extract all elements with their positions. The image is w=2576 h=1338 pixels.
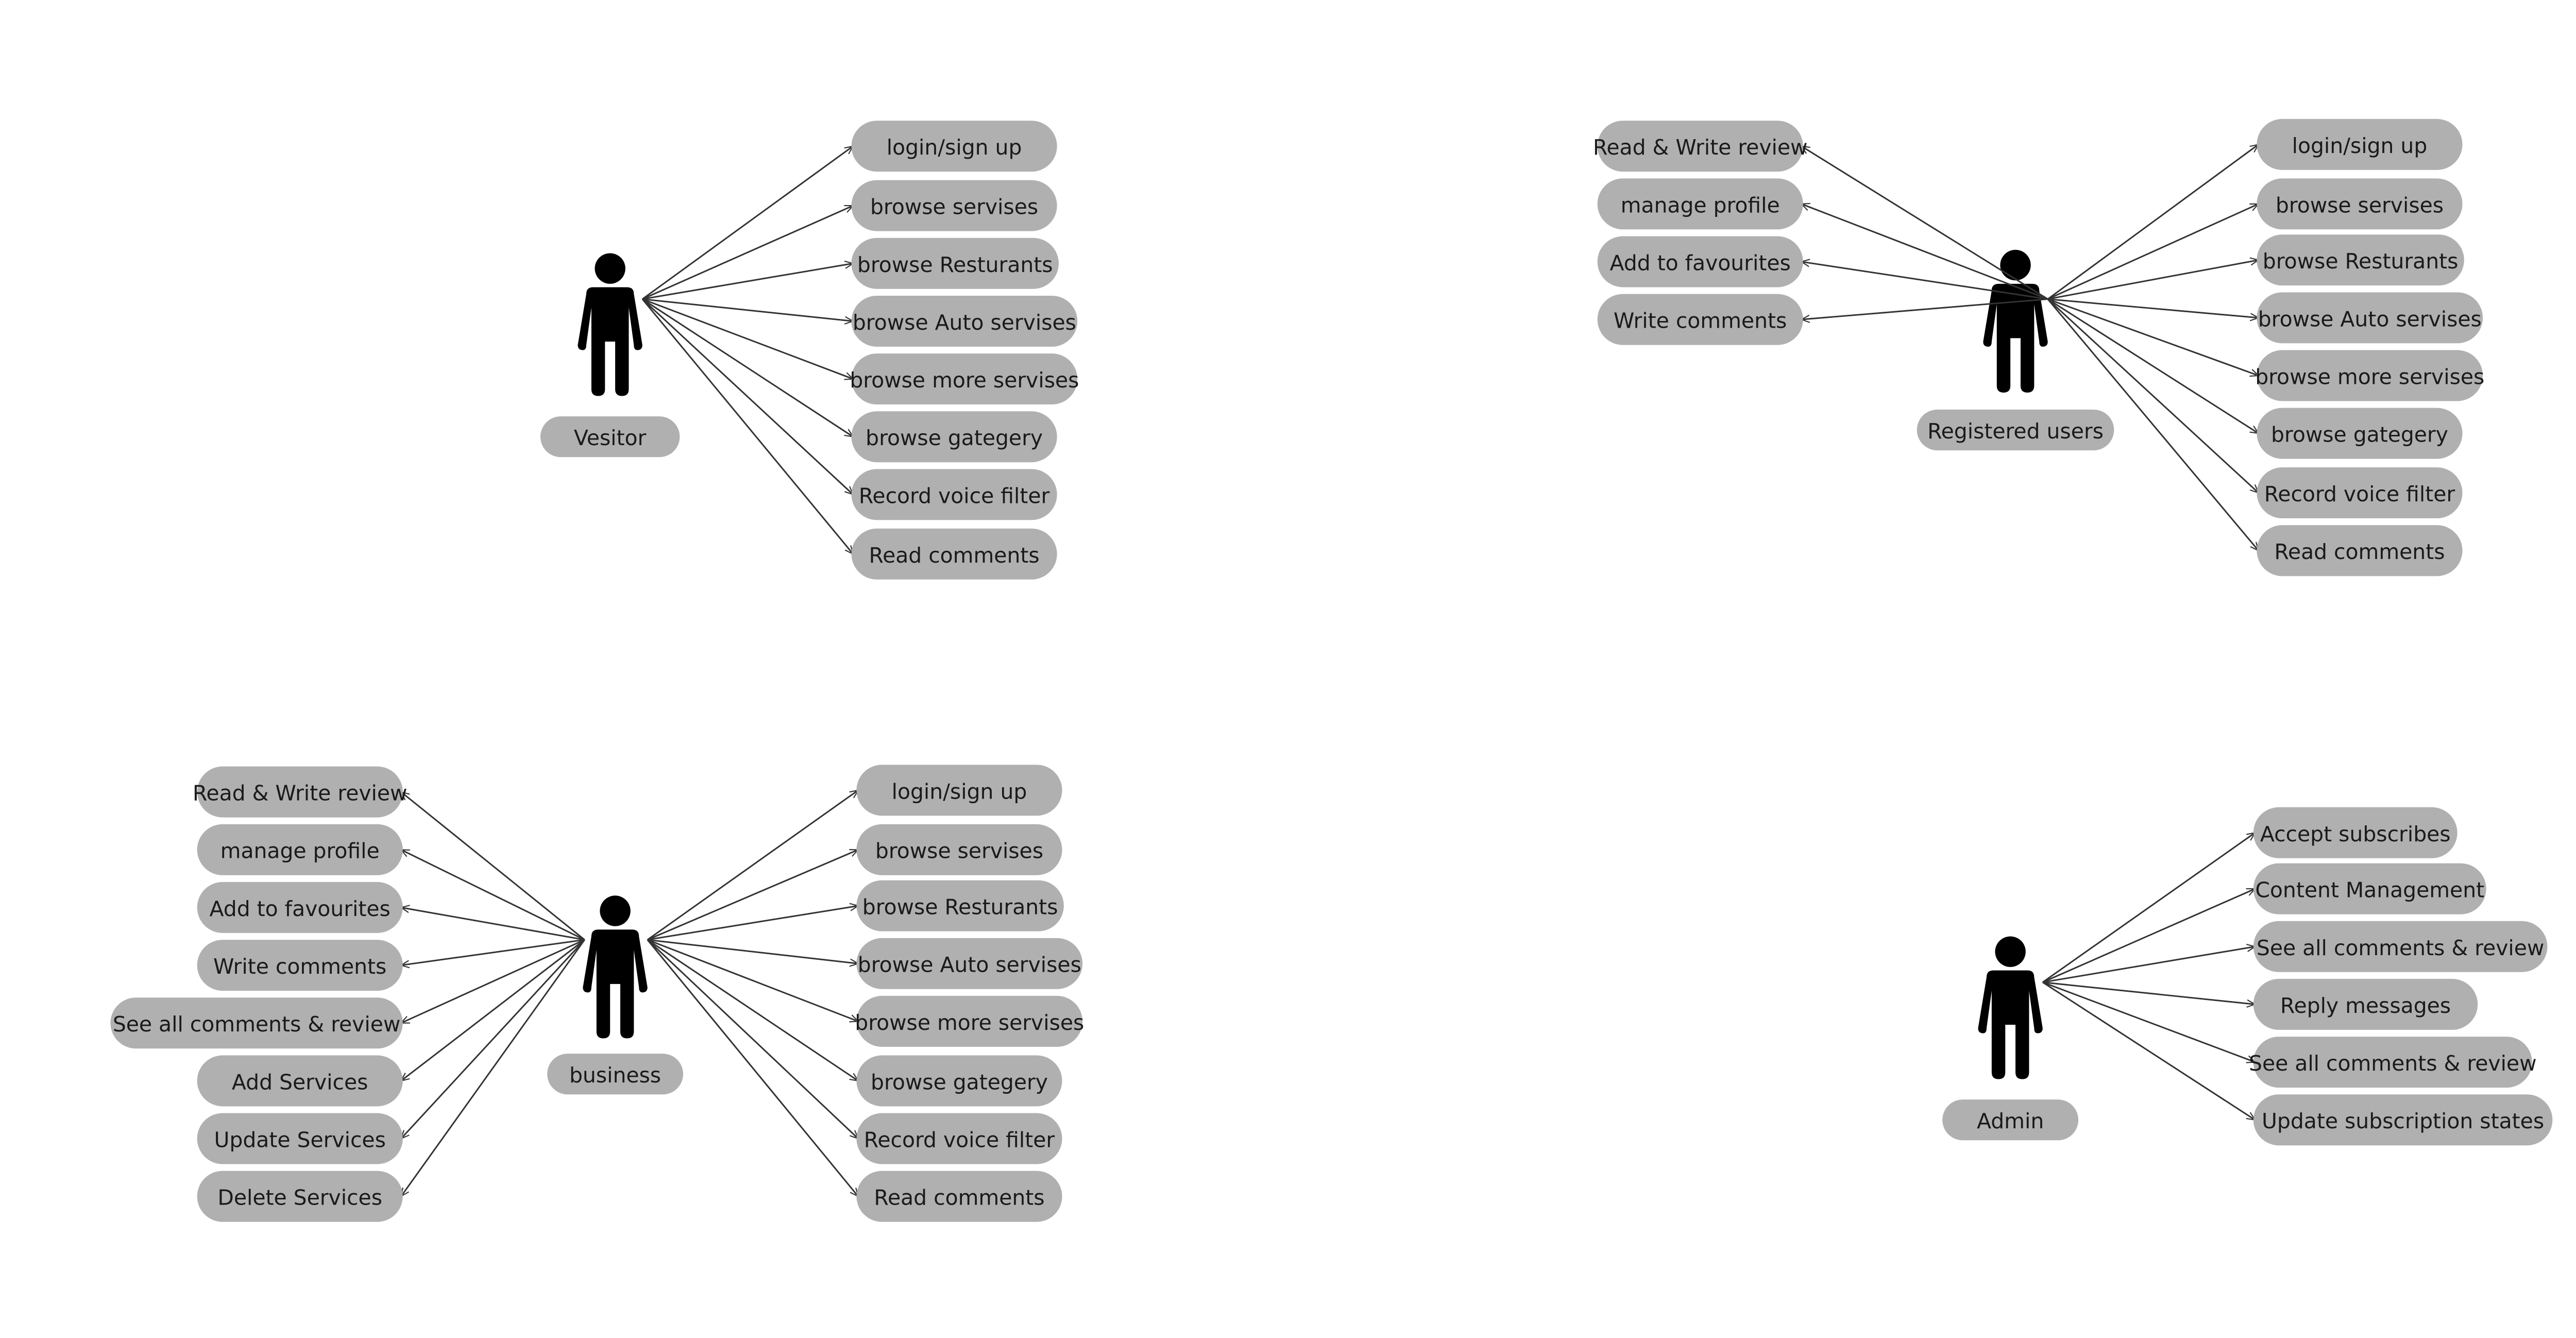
visitor-use-case: browse more servises <box>850 353 1079 405</box>
admin-edge-right <box>2042 946 2255 983</box>
admin-use-case: See all comments & review <box>2253 921 2548 972</box>
business-edge-right <box>647 939 858 1021</box>
business-use-case: Read comments <box>856 1171 1062 1222</box>
admin-edge-right <box>2042 981 2255 1005</box>
business-edge-right <box>647 906 858 941</box>
registered-edge-right <box>2047 298 2259 493</box>
visitor-use-case: browse gategery <box>851 411 1057 463</box>
business-edge-left <box>401 849 585 941</box>
business-use-case: Record voice filter <box>856 1113 1062 1164</box>
business-edge-left <box>401 792 585 941</box>
registered-use-case: browse Auto servises <box>2257 292 2483 344</box>
business-use-case: Write comments <box>197 940 403 991</box>
admin-person-icon <box>1978 936 2043 1079</box>
business-use-case: browse Resturants <box>856 880 1064 931</box>
visitor-use-case: Record voice filter <box>851 469 1057 520</box>
visitor-edge-right <box>642 205 853 300</box>
business-person-icon <box>583 895 648 1039</box>
registered-edge-right <box>2047 260 2259 300</box>
business-edge-left <box>401 939 585 1081</box>
visitor-edge-right <box>642 298 853 437</box>
registered-use-case: browse servises <box>2257 178 2463 230</box>
registered-use-case: Write comments <box>1597 294 1803 345</box>
registered-use-case: manage profile <box>1597 178 1803 230</box>
business-use-case: browse gategery <box>856 1055 1062 1107</box>
business-use-case: browse more servises <box>855 995 1084 1047</box>
registered-edge-left <box>1801 262 2048 300</box>
admin-use-case: Accept subscribes <box>2253 807 2458 858</box>
business-edge-right <box>647 939 858 1139</box>
business-edge-left <box>401 939 585 1196</box>
visitor-edge-right <box>642 263 853 300</box>
admin-use-case: Content Management <box>2253 863 2486 914</box>
business-edge-right <box>647 849 858 941</box>
visitor-actor-label: Vesitor <box>540 416 680 458</box>
registered-edge-left <box>1801 298 2048 320</box>
admin-edge-right <box>2042 833 2255 983</box>
business-edge-left <box>401 939 585 1139</box>
business-edge-right <box>647 939 858 1081</box>
admin-edge-right <box>2042 981 2255 1120</box>
business-use-case: Add Services <box>197 1055 403 1107</box>
registered-edge-left <box>1801 146 2048 300</box>
business-edge-left <box>401 939 585 965</box>
registered-use-case: browse more servises <box>2255 350 2484 401</box>
visitor-edge-right <box>641 298 853 495</box>
admin-edge-right <box>2042 981 2255 1062</box>
registered-use-case: Read & Write review <box>1593 121 1807 172</box>
registered-use-case: Add to favourites <box>1597 236 1803 287</box>
visitor-use-case: browse Auto servises <box>851 295 1078 347</box>
business-use-case: login/sign up <box>856 765 1062 816</box>
business-use-case: Read & Write review <box>193 766 408 818</box>
registered-use-case: Record voice filter <box>2257 467 2463 519</box>
registered-use-case: login/sign up <box>2257 118 2463 170</box>
admin-actor-label: Admin <box>1942 1099 2079 1141</box>
business-edge-left <box>401 939 585 1024</box>
business-use-case: browse Auto servises <box>856 938 1083 989</box>
registered-person-icon <box>1983 249 2048 393</box>
registered-edge-right <box>2047 298 2259 551</box>
registered-use-case: Read comments <box>2257 525 2463 577</box>
visitor-use-case: browse servises <box>851 180 1057 231</box>
visitor-edge-right <box>641 298 853 554</box>
registered-edge-right <box>2047 298 2259 318</box>
visitor-edge-right <box>642 298 853 379</box>
registered-actor-label: Registered users <box>1917 409 2114 451</box>
registered-edge-right <box>2047 203 2259 300</box>
business-use-case: Delete Services <box>197 1171 403 1222</box>
business-use-case: Add to favourites <box>197 882 403 933</box>
business-edge-left <box>401 907 585 941</box>
admin-use-case: See all comments & review <box>2249 1037 2537 1088</box>
admin-edge-right <box>2042 888 2255 983</box>
business-actor-label: business <box>547 1054 683 1095</box>
registered-edge-left <box>1801 204 2048 300</box>
business-edge-right <box>647 939 858 963</box>
visitor-use-case: Read comments <box>851 528 1057 580</box>
business-edge-right <box>647 939 858 1196</box>
admin-use-case: Reply messages <box>2253 978 2478 1030</box>
visitor-person-icon <box>578 253 642 396</box>
business-use-case: Update Services <box>197 1113 403 1164</box>
registered-use-case: browse Resturants <box>2257 234 2464 286</box>
visitor-edge-right <box>642 298 853 321</box>
registered-use-case: browse gategery <box>2257 408 2463 459</box>
business-use-case: browse servises <box>856 824 1062 875</box>
business-edge-right <box>647 790 858 941</box>
business-use-case: See all comments & review <box>110 997 403 1049</box>
visitor-use-case: browse Resturants <box>851 238 1059 289</box>
registered-edge-right <box>2047 298 2259 376</box>
visitor-use-case: login/sign up <box>851 121 1057 172</box>
registered-edge-right <box>2047 144 2259 300</box>
registered-edge-right <box>2047 298 2259 434</box>
business-use-case: manage profile <box>197 824 403 875</box>
visitor-edge-right <box>641 146 853 300</box>
admin-use-case: Update subscription states <box>2253 1094 2553 1146</box>
